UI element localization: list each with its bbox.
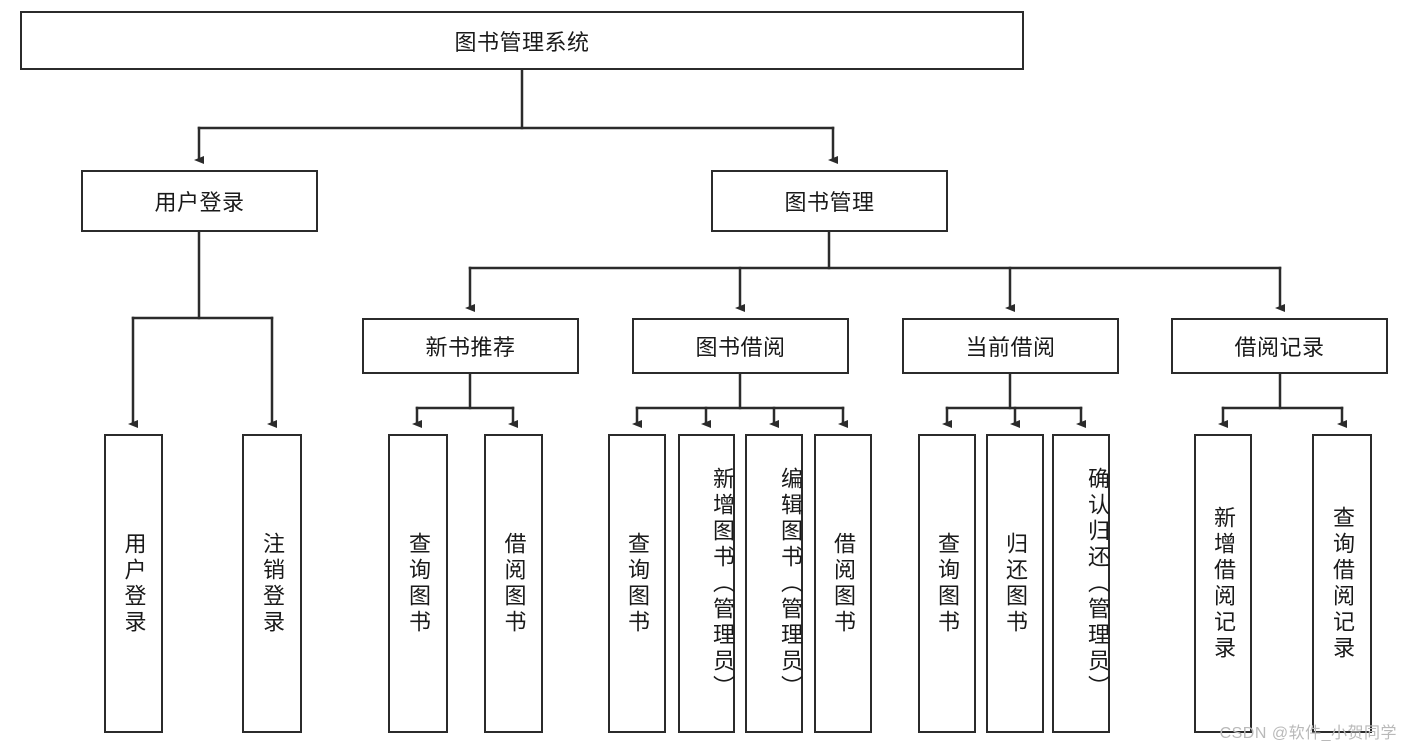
node-leaf-confirm-return-admin[interactable]: 确认归还（管理员） (1052, 434, 1110, 733)
node-current-borrow[interactable]: 当前借阅 (902, 318, 1119, 374)
node-book-management-label: 图书管理 (784, 190, 875, 215)
node-leaf-user-login-label: 用户登录 (121, 531, 147, 636)
node-leaf-borrow-book-label: 借阅图书 (831, 531, 856, 636)
node-new-book-recommend[interactable]: 新书推荐 (362, 318, 579, 374)
node-leaf-user-login[interactable]: 用户登录 (104, 434, 163, 733)
node-book-borrow-label: 图书借阅 (695, 335, 786, 360)
node-leaf-query-book-current-label: 查询图书 (935, 531, 960, 636)
node-leaf-query-book-recommend[interactable]: 查询图书 (388, 434, 448, 733)
node-book-management[interactable]: 图书管理 (711, 170, 948, 232)
node-root-label: 图书管理系统 (454, 29, 590, 55)
node-current-borrow-label: 当前借阅 (965, 335, 1056, 360)
node-leaf-logout-login[interactable]: 注销登录 (242, 434, 302, 733)
node-user-login-label: 用户登录 (154, 190, 245, 215)
node-book-borrow[interactable]: 图书借阅 (632, 318, 849, 374)
node-leaf-add-borrow-record[interactable]: 新增借阅记录 (1194, 434, 1252, 733)
node-leaf-edit-book-admin-label: 编辑图书（管理员） (778, 466, 803, 701)
node-leaf-borrow-book[interactable]: 借阅图书 (814, 434, 872, 733)
node-leaf-borrow-book-recommend-label: 借阅图书 (501, 531, 527, 636)
node-leaf-query-borrow-record-label: 查询借阅记录 (1330, 505, 1355, 662)
node-leaf-return-book-label: 归还图书 (1003, 531, 1028, 636)
node-leaf-confirm-return-admin-label: 确认归还（管理员） (1085, 466, 1110, 701)
node-leaf-return-book[interactable]: 归还图书 (986, 434, 1044, 733)
node-leaf-query-book-recommend-label: 查询图书 (406, 531, 431, 636)
node-user-login[interactable]: 用户登录 (81, 170, 318, 232)
node-leaf-query-book-borrow[interactable]: 查询图书 (608, 434, 666, 733)
node-leaf-query-borrow-record[interactable]: 查询借阅记录 (1312, 434, 1372, 733)
node-borrow-records-label: 借阅记录 (1234, 335, 1325, 360)
node-borrow-records[interactable]: 借阅记录 (1171, 318, 1388, 374)
node-leaf-edit-book-admin[interactable]: 编辑图书（管理员） (745, 434, 803, 733)
node-leaf-logout-login-label: 注销登录 (260, 531, 285, 636)
node-leaf-query-book-borrow-label: 查询图书 (625, 531, 650, 636)
node-leaf-add-book-admin[interactable]: 新增图书（管理员） (678, 434, 735, 733)
node-leaf-query-book-current[interactable]: 查询图书 (918, 434, 976, 733)
node-leaf-add-borrow-record-label: 新增借阅记录 (1211, 505, 1236, 662)
node-leaf-add-book-admin-label: 新增图书（管理员） (710, 466, 735, 701)
watermark: CSDN @软件_小贺同学 (1219, 725, 1397, 742)
node-root[interactable]: 图书管理系统 (20, 11, 1024, 70)
node-new-book-recommend-label: 新书推荐 (425, 335, 516, 360)
node-leaf-borrow-book-recommend[interactable]: 借阅图书 (484, 434, 543, 733)
